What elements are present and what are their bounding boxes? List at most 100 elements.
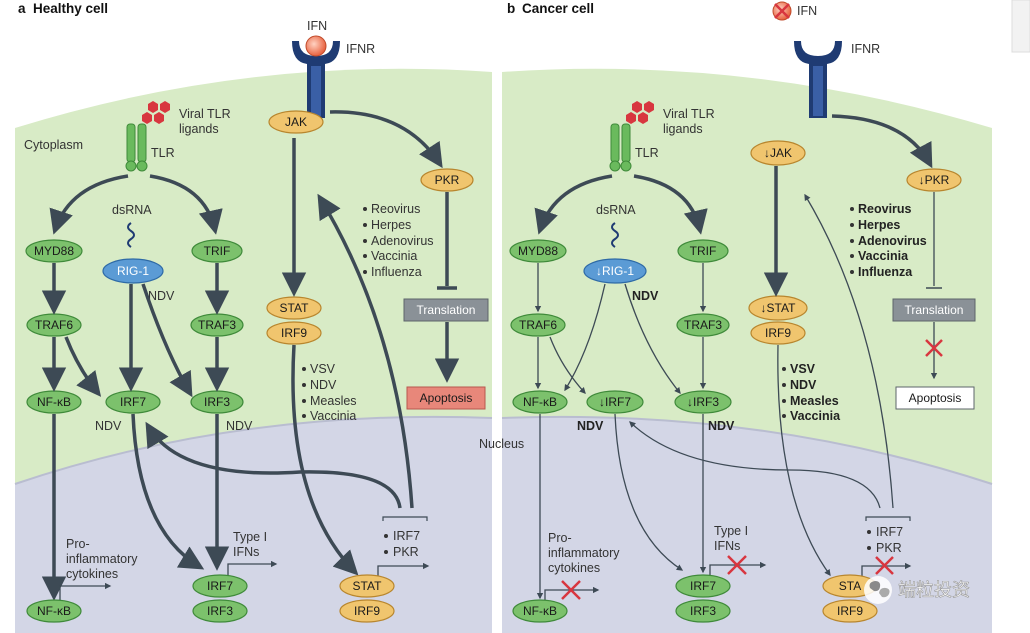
svg-text:NF-κB: NF-κB bbox=[523, 395, 557, 409]
svg-text:IRF3: IRF3 bbox=[690, 604, 716, 618]
watermark: 端粒投资 bbox=[864, 576, 970, 604]
arrow-tlr-trif bbox=[149, 174, 223, 235]
svg-text:Herpes: Herpes bbox=[371, 218, 411, 232]
pkr-gene-label: PKR bbox=[393, 545, 419, 559]
svg-text:JAK: JAK bbox=[285, 115, 307, 129]
arrow-feedback-irf7 bbox=[145, 421, 402, 509]
svg-text:Vaccinia: Vaccinia bbox=[371, 249, 417, 263]
svg-text:Influenza: Influenza bbox=[371, 265, 422, 279]
ndv-irf7-label-b: NDV bbox=[577, 419, 604, 433]
virus-list-stat: VSV NDV Measles Vaccinia bbox=[302, 362, 357, 423]
viral-tlr-label: Viral TLR bbox=[179, 107, 231, 121]
svg-text:Influenza: Influenza bbox=[858, 265, 913, 279]
svg-text:STAT: STAT bbox=[353, 579, 383, 593]
svg-text:NDV: NDV bbox=[310, 378, 337, 392]
pkr-gene-label-b: PKR bbox=[876, 541, 902, 555]
svg-text:Reovirus: Reovirus bbox=[858, 202, 912, 216]
svg-text:端粒投资: 端粒投资 bbox=[898, 580, 970, 601]
node-nfkb-nucleus-b: NF-κB bbox=[512, 599, 568, 623]
node-myd88: MYD88 bbox=[25, 239, 83, 263]
arrow-traf6-irf7 bbox=[64, 336, 102, 397]
arrow-feedback-jak-b bbox=[804, 193, 894, 509]
arrow-tlr-trif-b bbox=[633, 174, 708, 235]
ifns-label: IFNs bbox=[233, 545, 259, 559]
svg-text:↓IRF3: ↓IRF3 bbox=[687, 395, 719, 409]
arrow-irf7-nucleus bbox=[131, 413, 205, 570]
virus-list-pkr-b: Reovirus Herpes Adenovirus Vaccinia Infl… bbox=[850, 202, 927, 279]
dsrna-label-b: dsRNA bbox=[596, 203, 636, 217]
node-pkr-b: ↓PKR bbox=[906, 168, 962, 192]
ndv-rig1-label: NDV bbox=[148, 289, 175, 303]
node-traf3-b: TRAF3 bbox=[676, 313, 730, 337]
node-myd88-b: MYD88 bbox=[509, 239, 567, 263]
ifnr-label-b: IFNR bbox=[851, 42, 880, 56]
node-stat-nucleus-b: STA bbox=[822, 574, 878, 598]
arrow-ifnr-pkr bbox=[329, 110, 443, 169]
panel-b: Nucleus b Cancer cell IFN IFNR TLR V bbox=[479, 1, 993, 633]
tlr-receptor-icon bbox=[125, 123, 148, 172]
svg-text:IRF3: IRF3 bbox=[204, 395, 230, 409]
ligands-label: ligands bbox=[179, 122, 219, 136]
arrow-stat-nucleus bbox=[291, 344, 359, 576]
viral-ligand-hexagons-icon-b bbox=[626, 101, 654, 124]
translation-box: Translation bbox=[403, 298, 489, 322]
irf7-pkr-bracket-b bbox=[865, 516, 911, 521]
node-irf7-nucleus-b: IRF7 bbox=[675, 574, 731, 598]
svg-text:Measles: Measles bbox=[790, 394, 839, 408]
svg-text:↓STAT: ↓STAT bbox=[761, 301, 797, 315]
ndv-rig1-label-b: NDV bbox=[632, 289, 659, 303]
apoptosis-box: Apoptosis bbox=[406, 386, 486, 410]
svg-text:TRAF6: TRAF6 bbox=[35, 318, 73, 332]
inflammatory-label: inflammatory bbox=[66, 552, 138, 566]
nucleus-label: Nucleus bbox=[479, 437, 524, 451]
svg-text:STA: STA bbox=[839, 579, 861, 593]
arrow-feedback-jak bbox=[317, 193, 414, 509]
panel-a-title: Healthy cell bbox=[33, 1, 108, 16]
svg-text:↓RIG-1: ↓RIG-1 bbox=[596, 264, 634, 278]
node-traf3: TRAF3 bbox=[190, 313, 244, 337]
svg-text:↓JAK: ↓JAK bbox=[764, 146, 792, 160]
type1-label: Type I bbox=[233, 530, 267, 544]
node-trif: TRIF bbox=[191, 239, 243, 263]
arrow-irf7-nucleus-b bbox=[614, 413, 684, 571]
apoptosis-box-b: Apoptosis bbox=[895, 386, 975, 410]
arrow-rig1-irf3 bbox=[141, 283, 193, 398]
ifns-label-b: IFNs bbox=[714, 539, 740, 553]
svg-text:Adenovirus: Adenovirus bbox=[858, 234, 927, 248]
node-stat-b: ↓STAT bbox=[748, 295, 808, 321]
block-x-apoptosis bbox=[925, 339, 943, 357]
node-trif-b: TRIF bbox=[677, 239, 729, 263]
svg-text:TRIF: TRIF bbox=[204, 244, 231, 258]
svg-text:IRF7: IRF7 bbox=[207, 579, 233, 593]
arrow-tlr-myd88-b bbox=[534, 174, 613, 235]
svg-text:VSV: VSV bbox=[310, 362, 336, 376]
node-traf6: TRAF6 bbox=[26, 313, 82, 337]
node-irf9-nucleus-b: IRF9 bbox=[822, 599, 878, 623]
type1-label-b: Type I bbox=[714, 524, 748, 538]
svg-text:Measles: Measles bbox=[310, 394, 357, 408]
ndv-irf3-label: NDV bbox=[226, 419, 253, 433]
svg-text:↓IRF7: ↓IRF7 bbox=[599, 395, 631, 409]
svg-text:RIG-1: RIG-1 bbox=[117, 264, 149, 278]
cytokines-label: cytokines bbox=[66, 567, 118, 581]
node-irf7: IRF7 bbox=[105, 390, 161, 414]
node-nfkb-b: NF-κB bbox=[512, 390, 568, 414]
svg-text:Vaccinia: Vaccinia bbox=[310, 409, 356, 423]
node-pkr: PKR bbox=[420, 168, 474, 192]
svg-text:NF-κB: NF-κB bbox=[523, 604, 557, 618]
cytoplasm-label: Cytoplasm bbox=[24, 138, 83, 152]
node-nfkb: NF-κB bbox=[26, 390, 82, 414]
svg-text:IRF9: IRF9 bbox=[354, 604, 380, 618]
svg-text:NDV: NDV bbox=[790, 378, 817, 392]
arrow-rig1-nfkb-b bbox=[564, 283, 606, 392]
ligands-label-b: ligands bbox=[663, 122, 703, 136]
node-stat-nucleus: STAT bbox=[339, 574, 395, 598]
arrow-stat-nucleus-b bbox=[777, 344, 831, 577]
block-x-cytokines bbox=[561, 580, 581, 600]
svg-text:NF-κB: NF-κB bbox=[37, 395, 71, 409]
inflammatory-label-b: inflammatory bbox=[548, 546, 620, 560]
arrow-traf6-irf7-b bbox=[549, 336, 586, 394]
viral-ligand-hexagons-icon bbox=[142, 101, 170, 124]
svg-text:TRIF: TRIF bbox=[690, 244, 717, 258]
svg-text:MYD88: MYD88 bbox=[518, 244, 558, 258]
